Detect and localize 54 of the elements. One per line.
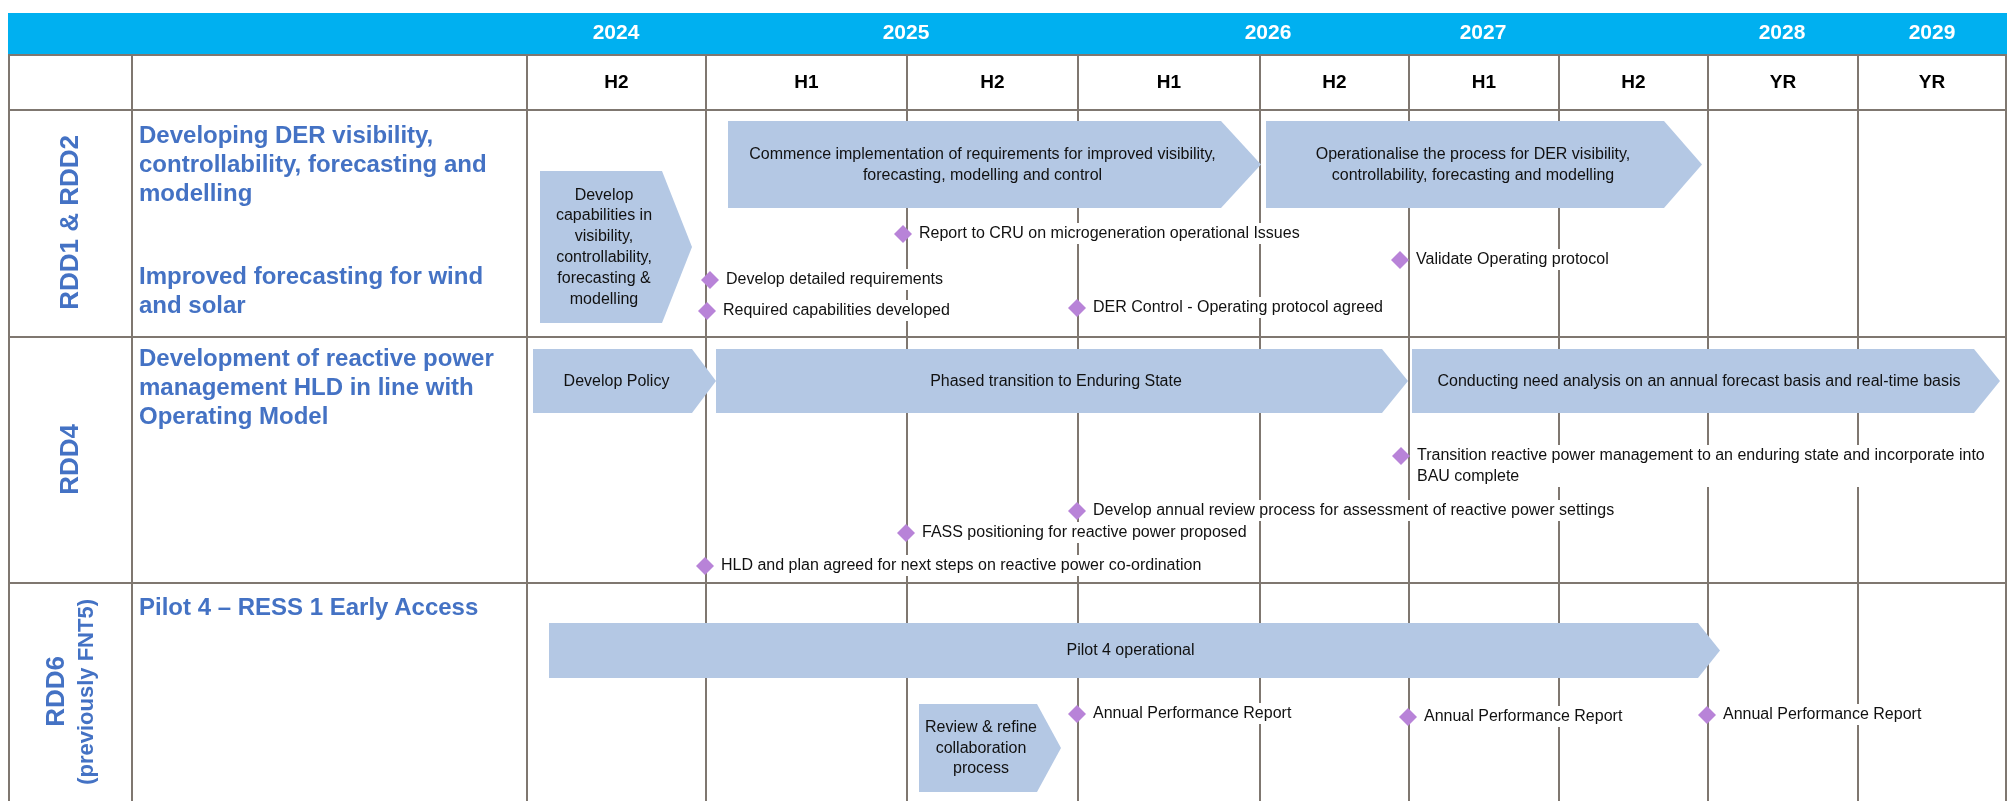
gantt-task-bar: Develop Policy <box>533 349 716 413</box>
gantt-task-bar: Operationalise the process for DER visibility, controllability, forecasting and modelling <box>1266 121 1702 208</box>
row-code: (previously FNT5) <box>73 598 99 785</box>
milestone-label: HLD and plan agreed for next steps on reactive power co-ordination <box>721 555 1202 576</box>
year-label: 2029 <box>1908 20 1956 44</box>
period-label: H2 <box>1322 71 1347 93</box>
gantt-task-bar: Review & refine collaboration process <box>919 704 1061 792</box>
milestone-label: FASS positioning for reactive power proposed <box>922 522 1247 543</box>
milestone-label: Report to CRU on microgeneration operational Issues <box>919 223 1300 244</box>
milestone-diamond <box>698 302 716 320</box>
gantt-task-bar: Develop capabilities in visibility, controllability, forecasting & modelling <box>540 171 692 323</box>
row-title: Developing DER visibility, controllability, forecasting and modelling <box>139 121 488 208</box>
period-label: YR <box>1918 71 1946 93</box>
period-label: H2 <box>604 71 629 93</box>
milestone-diamond <box>894 225 912 243</box>
period-label: YR <box>1769 71 1797 93</box>
milestone-diamond <box>696 557 714 575</box>
milestone-diamond <box>1698 706 1716 724</box>
year-label: 2025 <box>882 20 930 44</box>
row-title: Pilot 4 – RESS 1 Early Access <box>139 593 480 622</box>
gantt-task-bar: Commence implementation of requirements for improved visibility, forecasting, modelling and control <box>728 121 1261 208</box>
milestone-label: Develop detailed requirements <box>726 269 943 290</box>
period-label: H1 <box>1156 71 1182 93</box>
row-code: RDD1 & RDD2 <box>54 135 85 310</box>
year-label: 2028 <box>1758 20 1806 44</box>
row-title: Improved forecasting for wind and solar <box>139 262 485 320</box>
row-title: Development of reactive power management HLD in line with Operating Model <box>139 344 495 431</box>
milestone-label: Validate Operating protocol <box>1416 249 1609 270</box>
milestone-diamond <box>701 271 719 289</box>
milestone-diamond <box>1068 705 1086 723</box>
gantt-task-bar: Pilot 4 operational <box>549 623 1720 678</box>
period-label: H1 <box>794 71 819 93</box>
milestone-label: Required capabilities developed <box>723 300 950 321</box>
row-code: RDD6 <box>40 656 71 727</box>
milestone-diamond <box>1392 447 1410 465</box>
milestone-diamond <box>1068 299 1086 317</box>
gantt-task-bar: Conducting need analysis on an annual forecast basis and real-time basis <box>1412 349 2000 413</box>
gantt-task-bar: Phased transition to Enduring State <box>716 349 1408 413</box>
milestone-diamond <box>1068 502 1086 520</box>
year-label: 2027 <box>1459 20 1507 44</box>
milestone-label: DER Control - Operating protocol agreed <box>1093 297 1383 318</box>
period-label: H1 <box>1471 71 1497 93</box>
milestone-label: Annual Performance Report <box>1723 704 1922 725</box>
milestone-label: Annual Performance Report <box>1424 706 1623 727</box>
year-label: 2024 <box>592 20 640 44</box>
milestone-label: Develop annual review process for assessment of reactive power settings <box>1093 500 1615 521</box>
milestone-diamond <box>897 524 915 542</box>
row-code: RDD4 <box>54 423 85 495</box>
period-label: H2 <box>980 71 1005 93</box>
milestone-label: Annual Performance Report <box>1093 703 1292 724</box>
period-label: H2 <box>1621 71 1646 93</box>
milestone-diamond <box>1391 251 1409 269</box>
milestone-diamond <box>1399 708 1417 726</box>
year-label: 2026 <box>1244 20 1292 44</box>
